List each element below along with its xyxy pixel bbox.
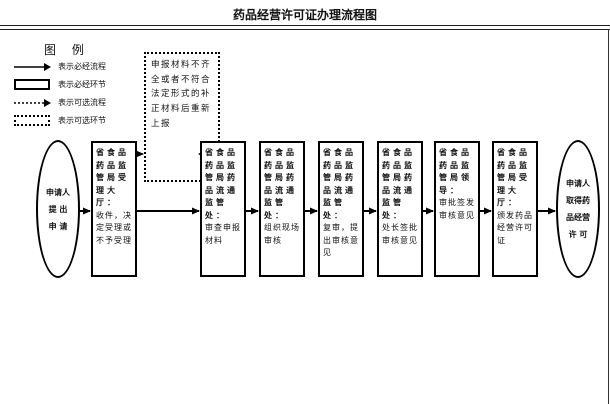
step-body: 组织现场审核 xyxy=(264,223,300,245)
step-body: 复审，提出审核意见 xyxy=(323,223,359,257)
legend-label: 表示可选环节 xyxy=(58,116,106,125)
step-head: 省食品药品监管局药品流通监管处： xyxy=(382,148,415,220)
legend-item-required-flow: 表示必经流程 xyxy=(12,60,142,74)
step-head: 省食品药品监管局药品流通监管处： xyxy=(264,148,297,220)
step-head: 省食品药品监管局药品流通监管处： xyxy=(323,148,356,220)
legend-item-optional-step: 表示可选环节 xyxy=(12,114,142,128)
step-re-review: 省食品药品监管局药品流通监管处： 复审，提出审核意见 xyxy=(318,141,364,277)
legend-label: 表示可选流程 xyxy=(58,98,106,107)
legend-label: 表示必经流程 xyxy=(58,62,106,71)
end-text: 申请人 取得药品经营 许 可 xyxy=(564,175,592,243)
step-license-issue: 省食品药品监管局受理大厅： 颁发药品经营许可证 xyxy=(492,141,538,277)
title-rule xyxy=(0,25,610,26)
step-head: 省食品药品监管局药品流通监管处： xyxy=(205,148,238,220)
end-line: 申请人 xyxy=(566,179,590,188)
step-leader-approval: 省食品药品监管局领导： 审批签发审核意见 xyxy=(434,141,480,277)
step-head: 省食品药品监管局领导： xyxy=(439,148,472,195)
page-title: 药品经营许可证办理流程图 xyxy=(232,8,377,22)
start-text: 申请人 提 出 申 请 xyxy=(44,184,72,235)
start-ellipse: 申请人 提 出 申 请 xyxy=(36,140,80,278)
end-ellipse: 申请人 取得药品经营 许 可 xyxy=(556,140,600,278)
end-line: 许 可 xyxy=(568,230,588,239)
step-body: 处长签批审核意见 xyxy=(382,223,418,245)
step-body: 审查申报材料 xyxy=(205,223,241,245)
step-head: 省食品药品监管局受理大厅： xyxy=(96,148,129,207)
step-director-sign: 省食品药品监管局药品流通监管处： 处长签批审核意见 xyxy=(377,141,423,277)
step-body: 审批签发审核意见 xyxy=(439,198,475,220)
step-material-review: 省食品药品监管局药品流通监管处： 审查申报材料 xyxy=(200,141,246,277)
step-head: 省食品药品监管局受理大厅： xyxy=(497,148,530,207)
end-line: 取得药品经营 xyxy=(566,196,590,222)
optional-resubmit-note: 申报材料不齐全或者不符合法定形式的补正材料后重新上报 xyxy=(144,52,220,182)
legend-title: 图 例 xyxy=(44,43,90,57)
start-line: 申 请 xyxy=(48,221,68,231)
dotted-arrow-icon xyxy=(14,99,51,107)
start-line: 申请人 xyxy=(46,187,70,197)
solid-box-icon xyxy=(14,79,50,90)
step-body: 颁发药品经营许可证 xyxy=(497,210,533,245)
legend-item-optional-flow: 表示可选流程 xyxy=(12,96,142,110)
title-rule-inner xyxy=(0,29,610,30)
step-site-inspection: 省食品药品监管局药品流通监管处： 组织现场审核 xyxy=(259,141,305,277)
legend-label: 表示必经环节 xyxy=(58,80,106,89)
legend-item-required-step: 表示必经环节 xyxy=(12,78,142,92)
step-acceptance: 省食品药品监管局受理大厅： 收件，决定受理或不予受理 xyxy=(91,141,137,277)
dotted-box-icon xyxy=(14,115,50,126)
step-body: 收件，决定受理或不予受理 xyxy=(96,210,132,245)
start-line: 提 出 xyxy=(48,204,68,214)
solid-arrow-icon xyxy=(14,63,51,71)
page-border xyxy=(608,29,609,404)
